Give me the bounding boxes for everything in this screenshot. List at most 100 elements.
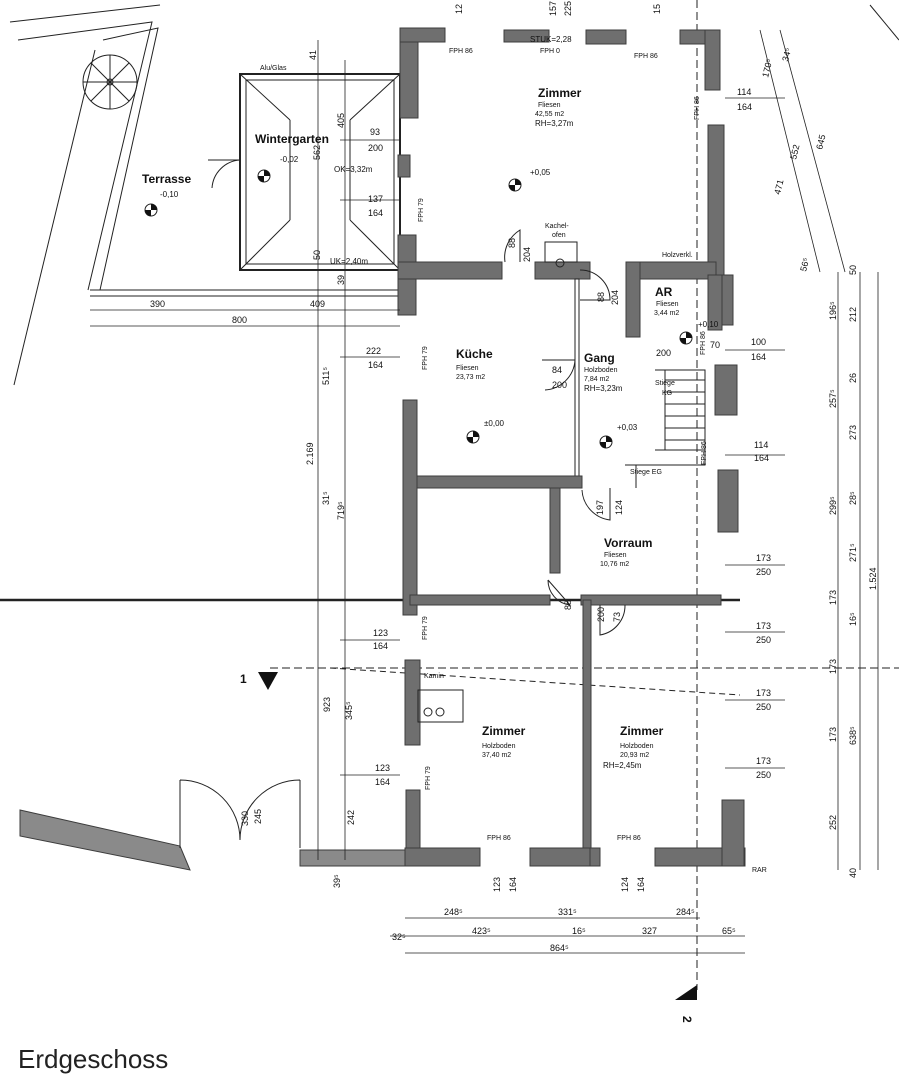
dim-text: 331⁵ bbox=[558, 907, 577, 917]
dim-text: 16⁵ bbox=[572, 926, 586, 936]
room-name-kueche: Küche bbox=[456, 347, 493, 361]
level-marker bbox=[508, 178, 522, 192]
dim-text: 645 bbox=[814, 133, 827, 150]
dim-text: 173 bbox=[756, 756, 771, 766]
level-zimmer: +0,05 bbox=[530, 168, 551, 177]
dim-text: 137 bbox=[368, 194, 383, 204]
dim-text: 164 bbox=[368, 360, 383, 370]
room-name-ar: AR bbox=[655, 285, 673, 299]
wintergarten-structure bbox=[208, 73, 401, 271]
dim-text: 39 bbox=[336, 275, 346, 285]
dim-text: 65⁵ bbox=[722, 926, 736, 936]
label-fph: FPH 86 bbox=[487, 835, 511, 842]
dim-text: 245 bbox=[253, 809, 263, 824]
label-kachelofen: Kachel- bbox=[545, 223, 569, 230]
label-fph: FPH 0 bbox=[540, 48, 560, 55]
room-name-wintergarten: Wintergarten bbox=[255, 132, 329, 146]
label-fph: FPH 79 bbox=[422, 346, 429, 370]
dim-text: 204 bbox=[522, 247, 532, 262]
dim-text: 423⁵ bbox=[472, 926, 491, 936]
room-name-vorraum: Vorraum bbox=[604, 536, 652, 550]
section-label-1: 1 bbox=[240, 672, 247, 686]
section-arrow-2 bbox=[675, 985, 697, 1000]
dim-text: 250 bbox=[756, 702, 771, 712]
room-name-zimmer-right: Zimmer bbox=[620, 724, 664, 738]
dim-text: 204 bbox=[610, 290, 620, 305]
section-arrow-1 bbox=[258, 672, 278, 690]
dim-text: 196⁵ bbox=[828, 301, 838, 320]
dim-text: 16⁵ bbox=[848, 612, 858, 626]
dim-text: 2.169 bbox=[305, 442, 315, 465]
level-marker bbox=[679, 331, 693, 345]
page-title: Erdgeschoss bbox=[18, 1044, 168, 1074]
label-fph: FPH 79 bbox=[422, 616, 429, 640]
dim-text: 200 bbox=[552, 380, 567, 390]
site-boundary bbox=[13, 49, 96, 386]
site-boundary bbox=[9, 4, 161, 23]
dim-text: 123 bbox=[373, 628, 388, 638]
dim-text: 124 bbox=[614, 500, 624, 515]
dim-text: 56⁵ bbox=[798, 256, 811, 272]
dim-text: 409 bbox=[310, 299, 325, 309]
dim-text: 1.524 bbox=[868, 567, 878, 590]
room-area: 10,76 m2 bbox=[600, 561, 629, 568]
dim-text: 390 bbox=[150, 299, 165, 309]
level-gang: +0,03 bbox=[617, 423, 638, 432]
stair-gang bbox=[625, 369, 706, 466]
dim-text: 248⁵ bbox=[444, 907, 463, 917]
label-fph: FPH 86 bbox=[700, 331, 707, 355]
walls bbox=[397, 27, 746, 867]
room-floor: Fliesen bbox=[456, 365, 479, 372]
dim-text: 50 bbox=[848, 265, 858, 275]
dim-text: 93 bbox=[370, 127, 380, 137]
dim-text: 123 bbox=[375, 763, 390, 773]
dim-text: 88 bbox=[596, 292, 606, 302]
label-fph: FPH 79 bbox=[425, 766, 432, 790]
label-uk: UK=2,40m bbox=[330, 257, 368, 266]
dim-text: 88 bbox=[563, 600, 573, 610]
dim-text: 923 bbox=[322, 697, 332, 712]
dim-text: 200 bbox=[368, 143, 383, 153]
dim-text: 114 bbox=[737, 87, 751, 97]
label-stiege-kg: KG bbox=[662, 390, 672, 397]
room-area: 3,44 m2 bbox=[654, 310, 679, 317]
dimension-texts: 93 200 137 164 390 409 800 222 164 123 1… bbox=[150, 1, 878, 953]
room-floor: Fliesen bbox=[538, 102, 561, 109]
dim-text: 405 bbox=[336, 113, 346, 128]
dim-text: 164 bbox=[508, 877, 518, 892]
label-kachelofen: ofen bbox=[552, 232, 566, 239]
dim-text: 26 bbox=[848, 373, 858, 383]
label-fph: FPH 86 bbox=[634, 53, 658, 60]
room-floor: Holzboden bbox=[620, 743, 654, 750]
level-kueche: ±0,00 bbox=[484, 419, 505, 428]
label-stiege-eg: Stiege EG bbox=[630, 469, 662, 476]
dim-text: 638⁵ bbox=[848, 726, 858, 745]
dim-text: 12 bbox=[454, 4, 464, 14]
dim-text: 164 bbox=[737, 102, 752, 112]
dim-text: 100 bbox=[751, 337, 766, 347]
dim-text: 32⁵ bbox=[392, 932, 406, 942]
label-fph: FPH 86 bbox=[701, 441, 708, 465]
dim-text: 471 bbox=[772, 178, 785, 195]
room-area: 42,55 m2 bbox=[535, 111, 564, 118]
entrance-ramp bbox=[19, 779, 406, 871]
room-name-gang: Gang bbox=[584, 351, 615, 365]
site-boundary bbox=[99, 27, 159, 291]
label-holzverkl: Holzverkl. bbox=[662, 252, 693, 259]
dim-text: 719⁵ bbox=[336, 501, 346, 520]
dim-text: 242 bbox=[346, 810, 356, 825]
dim-text: 200 bbox=[656, 348, 671, 358]
dim-text: 164 bbox=[375, 777, 390, 787]
dim-text: 40 bbox=[848, 868, 858, 878]
dim-text: 164 bbox=[751, 352, 766, 362]
dim-text: 164 bbox=[754, 453, 769, 463]
room-area: 23,73 m2 bbox=[456, 374, 485, 381]
dim-text: 800 bbox=[232, 315, 247, 325]
dim-text: 164 bbox=[636, 877, 646, 892]
label-kamin: Kamin bbox=[424, 673, 444, 680]
section-label-2: 2 bbox=[680, 1016, 694, 1023]
room-name-terrasse: Terrasse bbox=[142, 172, 191, 186]
dim-text: 31⁵ bbox=[321, 491, 331, 505]
level-terrasse: -0,10 bbox=[160, 190, 179, 199]
